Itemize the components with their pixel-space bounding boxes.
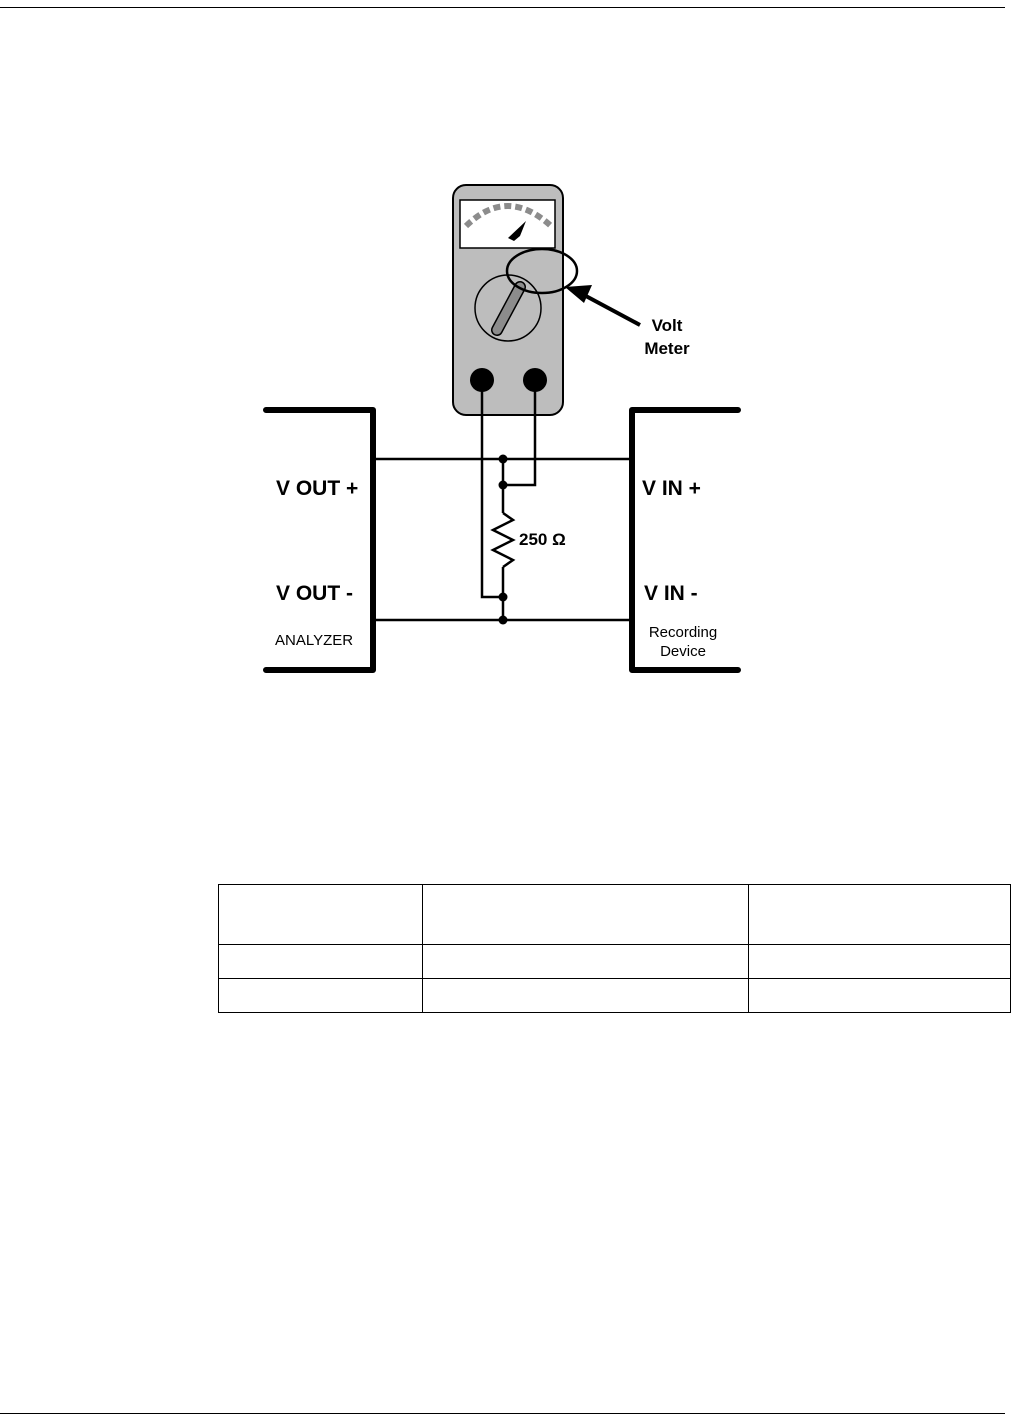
table-cell (421, 944, 750, 979)
recorder-vin-plus-label: V IN + (642, 477, 701, 500)
table-header-cell (421, 884, 750, 945)
junction-dot (498, 615, 508, 625)
analyzer-vout-plus-label: V OUT + (276, 477, 358, 500)
junction-dot (498, 480, 508, 490)
table-cell (421, 978, 750, 1013)
table-header-cell (748, 884, 1011, 945)
meter-needle-icon (508, 221, 526, 241)
analyzer-name-label: ANALYZER (275, 632, 353, 649)
table-cell (748, 944, 1011, 979)
recorder-name-label-line1: Recording (649, 624, 717, 641)
recorder-vin-minus-label: V IN - (644, 582, 698, 605)
wire-junctions (498, 454, 508, 625)
probe-wire-left (480, 380, 503, 599)
table-row (218, 944, 1011, 979)
recorder-name-label-line2: Device (660, 643, 706, 660)
volt-meter-label-line2: Meter (644, 339, 690, 358)
footer-rule (0, 1413, 1005, 1414)
callout-ellipse (505, 247, 579, 295)
meter-knob-pointer (492, 282, 525, 335)
junction-dot (498, 454, 508, 464)
table-header-cell (218, 884, 423, 945)
header-rule (0, 7, 1005, 8)
wiring-diagram: Volt Meter 250 Ω V OUT + V OUT - ANALYZE… (263, 184, 741, 673)
volt-meter (452, 184, 564, 416)
table-cell (748, 978, 1011, 1013)
analyzer-vout-minus-label: V OUT - (276, 582, 353, 605)
resistor-zigzag-icon (490, 511, 516, 569)
table-row (218, 978, 1011, 1013)
table-cell (218, 978, 423, 1013)
callout-arrow-line (583, 293, 641, 327)
recorder-bracket (629, 407, 741, 673)
analyzer-bracket (263, 407, 376, 673)
table-header-row (218, 884, 1011, 945)
probe-wire-right (503, 380, 537, 487)
table-cell (218, 944, 423, 979)
callout-arrowhead-icon (565, 285, 592, 303)
resistor-label: 250 Ω (519, 530, 566, 549)
volt-meter-label-line1: Volt (652, 316, 683, 335)
junction-dot (498, 592, 508, 602)
meter-scale-arc (463, 203, 554, 229)
data-table (218, 884, 1011, 1013)
